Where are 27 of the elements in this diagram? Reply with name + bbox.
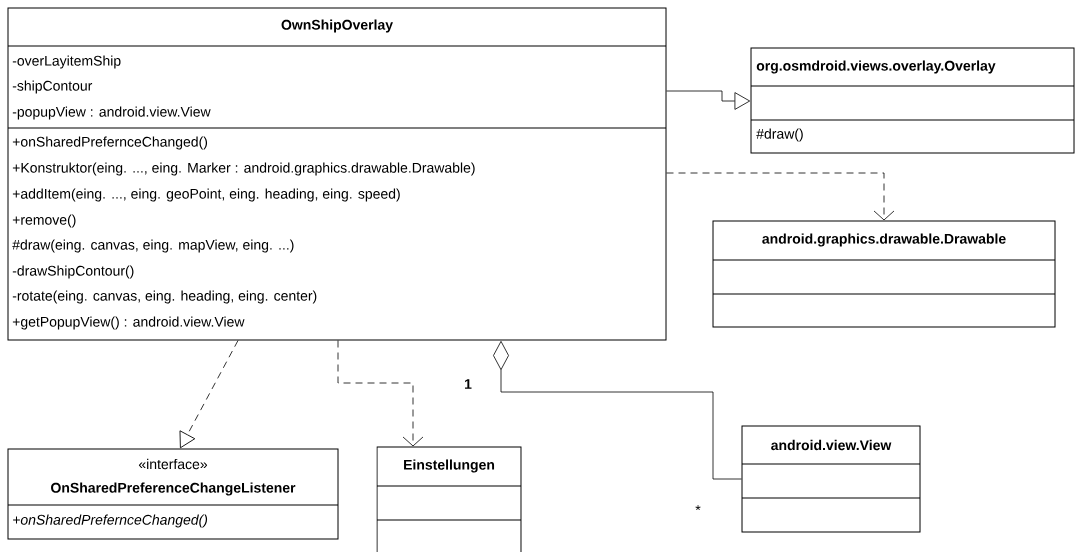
class-member: -popupView : android.view.View: [12, 106, 211, 120]
class-member: +getPopupView() : android.view.View: [12, 316, 245, 330]
multiplicity: *: [695, 505, 701, 511]
dependency-arrow: [337, 340, 424, 447]
class-name: org.osmdroid.views.overlay.Overlay: [756, 60, 996, 74]
class-member: -shipContour: [12, 80, 93, 94]
class-member: -rotate(eing. canvas, eing. heading, eing. center): [12, 290, 317, 304]
class-member: «interface»: [138, 458, 208, 470]
class-member: +onSharedPrefernceChanged(): [12, 136, 208, 150]
inheritance-arrow: [666, 90, 751, 110]
multiplicity: 1: [465, 379, 472, 389]
class-name: android.view.View: [771, 439, 892, 451]
class-member: +Konstruktor(eing. ..., eing. Marker : android.graphics.drawable.Drawable): [12, 162, 475, 176]
inheritance-arrow: [179, 340, 239, 449]
aggregation-line: [493, 340, 742, 480]
class-member: -overLayitemShip: [12, 55, 121, 69]
class-member: +addItem(eing. ..., eing. geoPoint, eing. heading, eing. speed): [12, 188, 400, 202]
class-name: OnSharedPreferenceChangeListener: [51, 482, 296, 496]
class-member: +onSharedPrefernceChanged(): [13, 514, 208, 528]
class-member: #draw(): [756, 128, 803, 142]
class-name: android.graphics.drawable.Drawable: [762, 233, 1006, 247]
class-member: +remove(): [12, 214, 76, 228]
class-name: OwnShipOverlay: [281, 19, 393, 33]
class-member: -drawShipContour(): [12, 265, 134, 279]
dependency-arrow: [666, 172, 895, 221]
class-name: Einstellungen: [404, 459, 495, 473]
class-member: #draw(eing. canvas, eing. mapView, eing. ...): [12, 239, 294, 253]
